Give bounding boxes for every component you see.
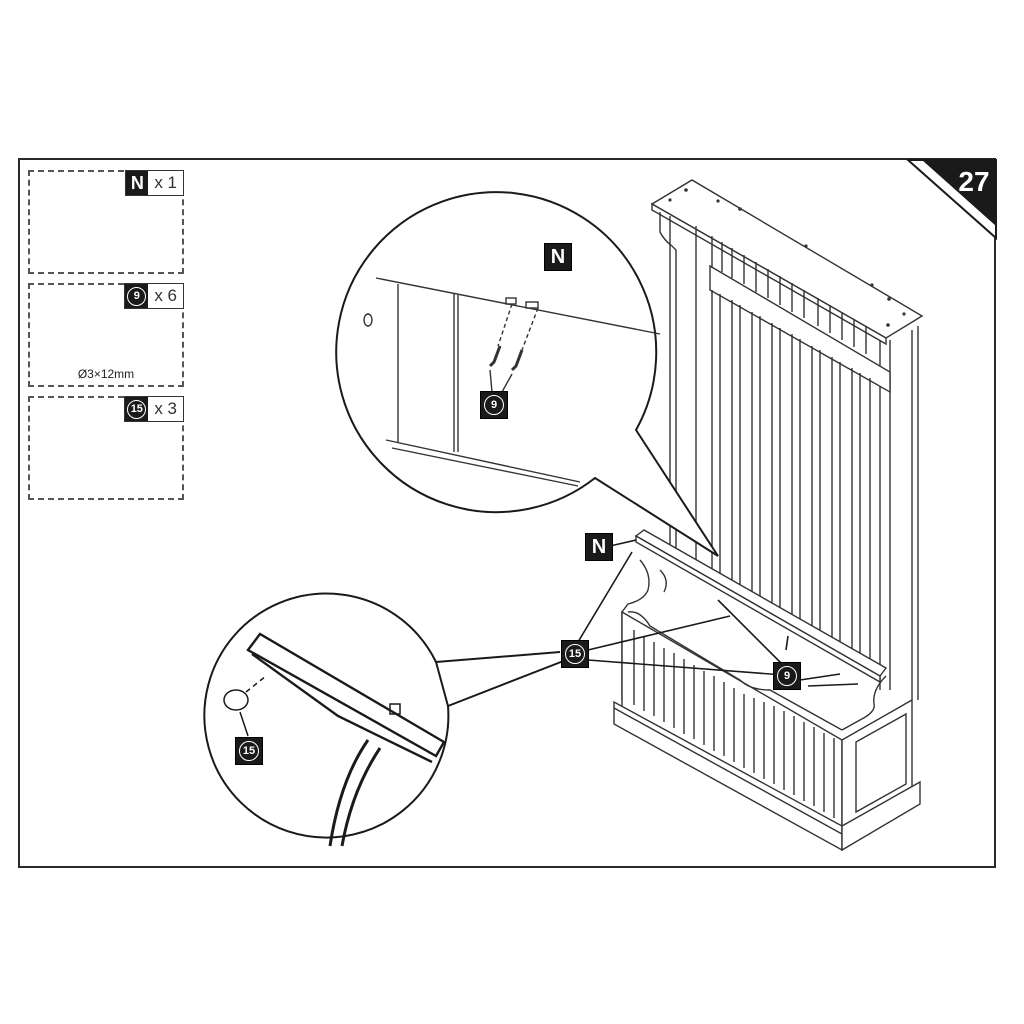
part-id-badge: 15 (125, 397, 149, 421)
part-card-n: N x 1 (28, 170, 184, 274)
detail-bottom-pad-label: 15 (235, 737, 263, 765)
screw-size-label: Ø3×12mm (77, 367, 135, 381)
part-quantity: x 6 (154, 286, 177, 305)
detail-circle-top (335, 191, 719, 557)
part-card-15: 15 x 3 (28, 396, 184, 500)
step-number: 27 (958, 166, 990, 197)
detail-top-screw-label: 9 (480, 391, 508, 419)
detail-bottom-drawing (223, 632, 446, 847)
part-tag: 15 x 3 (124, 396, 184, 422)
part-card-9: 9 x 6 Ø3×12mm (28, 283, 184, 387)
part-id-number: 15 (127, 399, 147, 419)
main-pad-label: 15 (561, 640, 589, 668)
part-id-badge: 9 (125, 284, 149, 308)
callout-lines (577, 539, 859, 687)
label-number: 9 (484, 395, 504, 415)
part-id-number: 9 (127, 286, 147, 306)
hall-tree-bench-illustration (613, 179, 924, 852)
part-tag: 9 x 6 (124, 283, 184, 309)
step-corner-badge (905, 159, 997, 241)
part-tag: N x 1 (125, 170, 184, 196)
part-id-badge: N (126, 171, 149, 195)
part-quantity: x 3 (154, 399, 177, 418)
part-quantity: x 1 (154, 173, 177, 192)
detail-top-part-label: N (544, 243, 572, 271)
main-panel-label: N (585, 533, 613, 561)
label-number: 9 (777, 666, 797, 686)
main-screw-label: 9 (773, 662, 801, 690)
label-number: 15 (565, 644, 585, 664)
detail-top-drawing (363, 277, 661, 487)
label-number: 15 (239, 741, 259, 761)
